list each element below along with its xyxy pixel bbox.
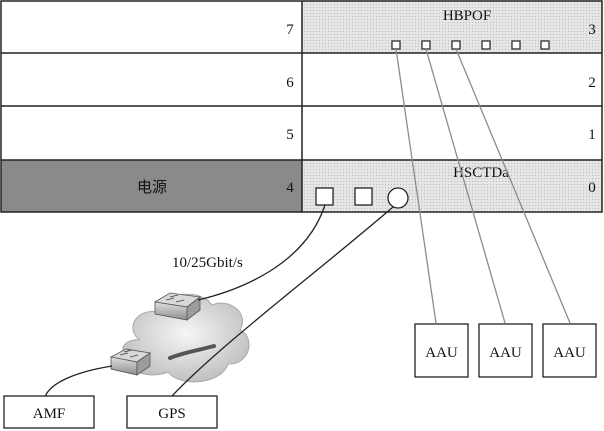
hsctda-board-label: HSCTDa [453, 165, 509, 181]
link-speed-label: 10/25Gbit/s [172, 255, 243, 271]
hbpof-port [451, 40, 461, 50]
hbpof-port [391, 40, 401, 50]
fiber-link [455, 48, 571, 324]
aau-box [414, 323, 469, 378]
hbpof-port [540, 40, 550, 50]
slot-7-number: 7 [286, 22, 294, 38]
hbpof-ports [391, 40, 550, 50]
hsctda-port-2 [354, 187, 373, 206]
aau-units: AAU AAU AAU [414, 323, 597, 378]
slot-5-number: 5 [286, 127, 294, 143]
slot-2-number: 2 [588, 75, 596, 91]
hbpof-port [481, 40, 491, 50]
fiber-link [395, 48, 437, 324]
router-icon [109, 348, 152, 376]
aau-label: AAU [489, 345, 522, 361]
gps-link [171, 206, 394, 397]
amf-box [3, 395, 95, 429]
hbpof-port [511, 40, 521, 50]
aau-label: AAU [425, 345, 458, 361]
aau-box [542, 323, 597, 378]
fiber-link [425, 48, 506, 324]
slot-3-number: 3 [588, 22, 596, 38]
slot-4-number: 4 [286, 180, 294, 196]
hbpof-port [421, 40, 431, 50]
power-label: 电源 [137, 178, 167, 196]
router-icon [153, 292, 202, 321]
backhaul-link [197, 204, 326, 301]
amf-label: AMF [33, 406, 66, 422]
aau-box [478, 323, 533, 378]
hbpof-board-label: HBPOF [443, 8, 491, 24]
bbu-chassis: 7 6 5 4 电源 3 2 1 0 HBPOF HSCTDa [0, 0, 603, 213]
hsctda-gps-port [387, 187, 409, 209]
hsctda-port-1 [315, 187, 334, 206]
gps-box [126, 395, 218, 429]
gps-label: GPS [158, 406, 186, 422]
slot-6-number: 6 [286, 75, 294, 91]
slot-0-number: 0 [588, 180, 596, 196]
fiber-links [395, 48, 571, 324]
aau-label: AAU [553, 345, 586, 361]
slot-4-fill [1, 160, 302, 212]
slot-1-number: 1 [588, 127, 596, 143]
backhaul-links [44, 204, 394, 398]
slot-0-fill [302, 160, 602, 212]
amf-link [44, 365, 113, 398]
